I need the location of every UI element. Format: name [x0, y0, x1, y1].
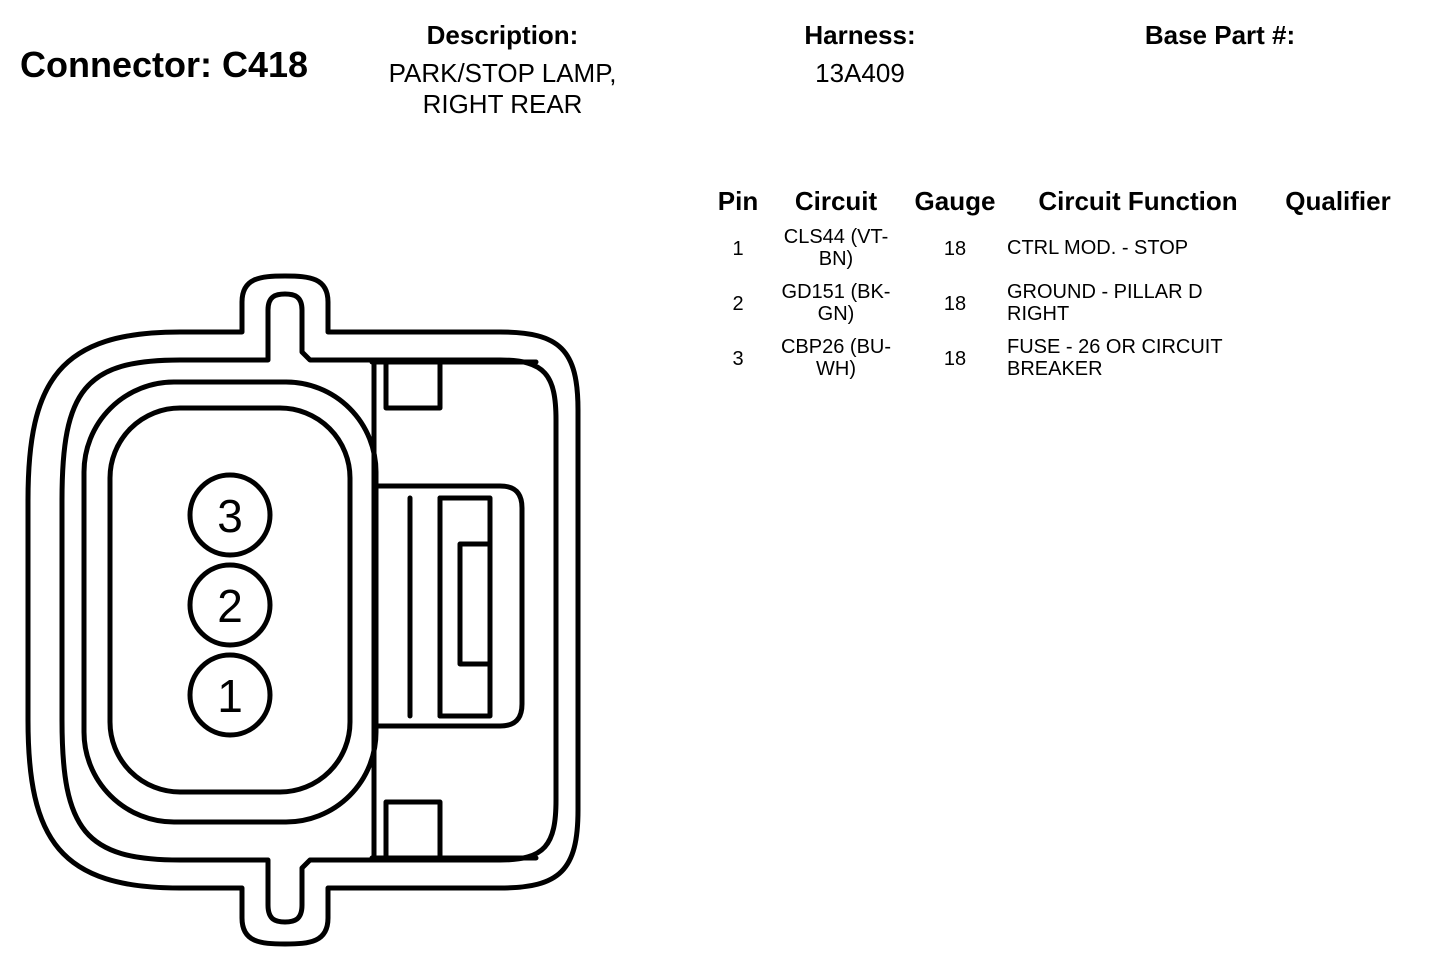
connector-face-diagram: 3 2 1	[25, 273, 581, 947]
pin-label-3: 3	[217, 490, 243, 542]
pin-label-2: 2	[217, 580, 243, 632]
row-function: CTRL MOD. - STOP	[1007, 237, 1267, 259]
connector-inner-shell	[59, 291, 559, 925]
row-circuit: CBP26 (BU- WH)	[772, 336, 900, 380]
row-function: FUSE - 26 OR CIRCUIT BREAKER	[1007, 336, 1267, 380]
header-qualifier: Qualifier	[1285, 186, 1391, 216]
latch-release	[457, 541, 493, 667]
row-function-line: FUSE - 26 OR CIRCUIT	[1007, 336, 1223, 358]
row-gauge: 18	[943, 238, 967, 260]
connector-outer-shell	[25, 273, 581, 947]
harness-value: 13A409	[815, 58, 905, 88]
description-line-2: RIGHT REAR	[422, 89, 583, 119]
row-pin: 2	[732, 293, 744, 315]
description-value: PARK/STOP LAMP, RIGHT REAR	[360, 58, 645, 120]
harness-label: Harness:	[804, 20, 916, 50]
latch-lever	[375, 483, 525, 729]
row-function-line: BREAKER	[1007, 358, 1103, 380]
row-circuit: CLS44 (VT- BN)	[772, 226, 900, 270]
pin-label-1: 1	[217, 670, 243, 722]
pin-socket-1: 1	[187, 652, 273, 738]
row-circuit-line: WH)	[816, 358, 856, 380]
key-block-top	[383, 359, 443, 411]
row-circuit-line: GD151 (BK-	[781, 281, 891, 303]
pin-socket-3: 3	[187, 472, 273, 558]
row-function-line: RIGHT	[1007, 303, 1070, 325]
row-circuit-line: CBP26 (BU-	[780, 336, 892, 358]
pin-cavity	[107, 405, 353, 795]
header-circuit: Circuit	[794, 186, 878, 216]
connector-title: Connector: C418	[20, 44, 309, 85]
row-function-line: CTRL MOD. - STOP	[1007, 237, 1189, 259]
row-circuit-line: CLS44 (VT-	[783, 226, 889, 248]
row-circuit: GD151 (BK- GN)	[772, 281, 900, 325]
latch-lever-inner	[437, 495, 493, 719]
row-gauge: 18	[943, 348, 967, 370]
row-function-line: GROUND - PILLAR D	[1007, 281, 1203, 303]
pin-socket-2: 2	[187, 562, 273, 648]
description-line-1: PARK/STOP LAMP,	[388, 58, 617, 88]
row-gauge: 18	[943, 293, 967, 315]
base-part-label: Base Part #:	[1144, 20, 1296, 50]
row-function: GROUND - PILLAR D RIGHT	[1007, 281, 1267, 325]
header-circuit-function: Circuit Function	[1038, 186, 1238, 216]
description-label: Description:	[426, 20, 579, 50]
row-circuit-line: BN)	[818, 248, 854, 270]
row-circuit-line: GN)	[817, 303, 855, 325]
row-pin: 1	[732, 238, 744, 260]
key-block-bottom	[383, 799, 443, 861]
header-gauge: Gauge	[914, 186, 996, 216]
row-pin: 3	[732, 348, 744, 370]
header-pin: Pin	[717, 186, 759, 216]
